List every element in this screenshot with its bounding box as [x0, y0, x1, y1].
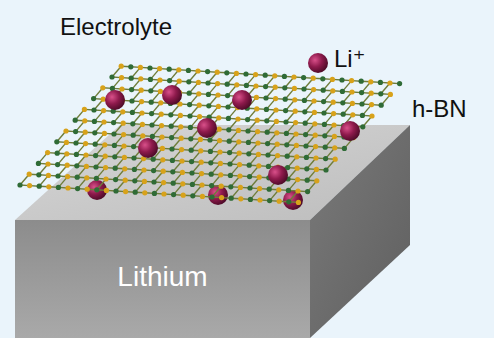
- ion-label: Li⁺: [334, 46, 365, 72]
- electrolyte-label: Electrolyte: [60, 14, 172, 40]
- li-ion-under: [87, 180, 303, 210]
- lithium-front: [15, 220, 310, 338]
- material-label: h-BN: [412, 96, 467, 122]
- lithium-side: [310, 125, 410, 338]
- block-label: Lithium: [117, 261, 207, 293]
- hbn-lattice: [17, 64, 402, 205]
- li-ion: [105, 53, 360, 185]
- lithium-block: Lithium: [15, 222, 310, 332]
